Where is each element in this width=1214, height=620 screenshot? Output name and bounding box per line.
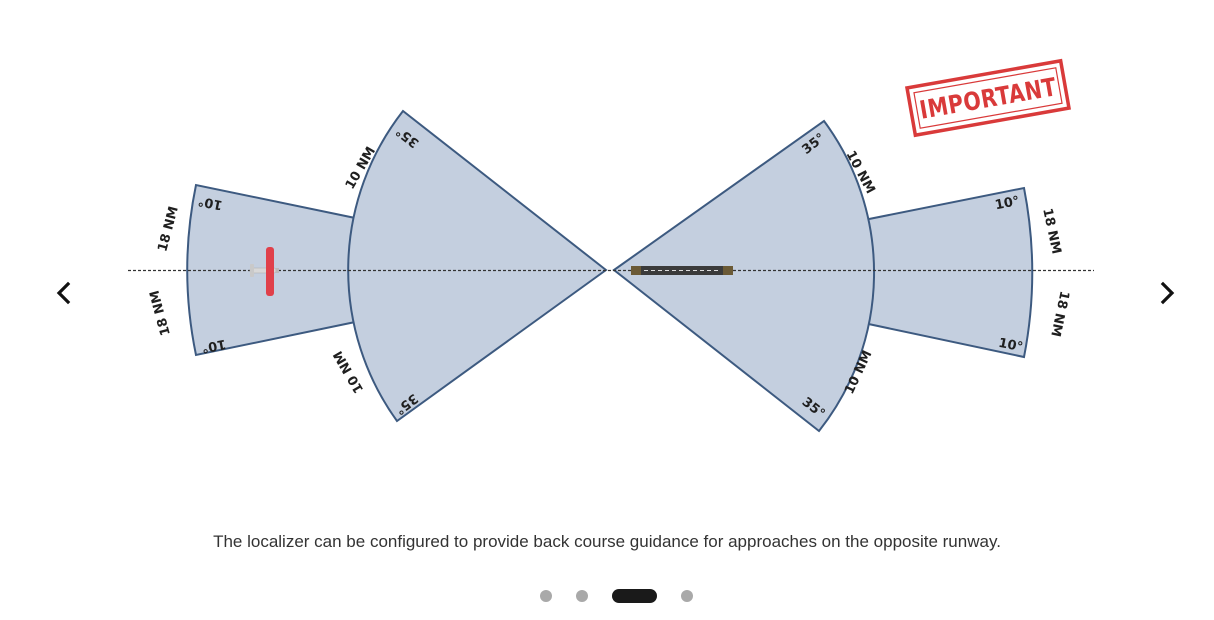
right-outer-range-top-label: 18 NM <box>1039 207 1063 256</box>
chevron-right-icon <box>1160 281 1175 305</box>
right-narrow-angle-bottom-label: 10° <box>997 336 1024 355</box>
left-narrow-angle-top-label: 10° <box>197 193 224 212</box>
important-stamp: IMPORTANT <box>904 58 1072 138</box>
pagination-dot-3[interactable] <box>612 589 657 603</box>
left-outer-range-top-label: 18 NM <box>155 205 182 254</box>
left-inner-sector <box>347 109 608 423</box>
left-outer-range-bottom-label: 18 NM <box>147 289 174 338</box>
prev-slide-button[interactable] <box>49 278 79 308</box>
chevron-left-icon <box>56 281 71 305</box>
aircraft-icon <box>249 247 279 296</box>
pagination-dot-4[interactable] <box>681 590 693 602</box>
pagination-dot-1[interactable] <box>540 590 552 602</box>
pagination-dot-2[interactable] <box>576 590 588 602</box>
left-narrow-angle-bottom-label: 10° <box>200 336 227 355</box>
right-inner-sector <box>612 119 876 433</box>
localizer-coverage-diagram: 18 NM 18 NM 10 NM 10 NM 10° 10° 35° 35° … <box>128 58 1094 433</box>
next-slide-button[interactable] <box>1152 278 1182 308</box>
pagination-dots <box>0 589 1214 603</box>
right-narrow-angle-top-label: 10° <box>994 194 1021 213</box>
slide-caption: The localizer can be configured to provi… <box>213 532 1001 551</box>
runway-icon <box>631 266 733 275</box>
right-outer-range-bottom-label: 18 NM <box>1047 289 1071 338</box>
